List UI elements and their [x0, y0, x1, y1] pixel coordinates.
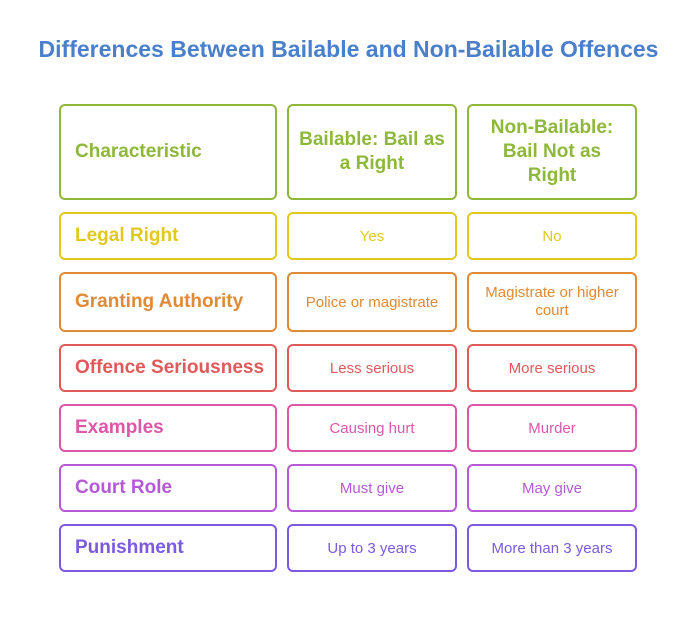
bailable-examples: Causing hurt	[287, 404, 457, 452]
bailable-court-role: Must give	[287, 464, 457, 512]
diagram-title: Differences Between Bailable and Non-Bai…	[38, 36, 659, 62]
non-bailable-punishment: More than 3 years	[467, 524, 637, 572]
bailable-granting-authority: Police or magistrate	[287, 272, 457, 332]
row-label-offence-seriousness: Offence Seriousness	[59, 344, 277, 392]
bailable-punishment: Up to 3 years	[287, 524, 457, 572]
non-bailable-offence-seriousness: More serious	[467, 344, 637, 392]
non-bailable-examples: Murder	[467, 404, 637, 452]
header-characteristic: Characteristic	[59, 104, 277, 200]
row-label-examples: Examples	[59, 404, 277, 452]
row-label-court-role: Court Role	[59, 464, 277, 512]
bailable-legal-right: Yes	[287, 212, 457, 260]
row-label-granting-authority: Granting Authority	[59, 272, 277, 332]
row-label-legal-right: Legal Right	[59, 212, 277, 260]
non-bailable-court-role: May give	[467, 464, 637, 512]
header-non-bailable: Non-Bailable: Bail Not as Right	[467, 104, 637, 200]
header-bailable: Bailable: Bail as a Right	[287, 104, 457, 200]
bailable-offence-seriousness: Less serious	[287, 344, 457, 392]
row-label-punishment: Punishment	[59, 524, 277, 572]
non-bailable-granting-authority: Magistrate or higher court	[467, 272, 637, 332]
non-bailable-legal-right: No	[467, 212, 637, 260]
